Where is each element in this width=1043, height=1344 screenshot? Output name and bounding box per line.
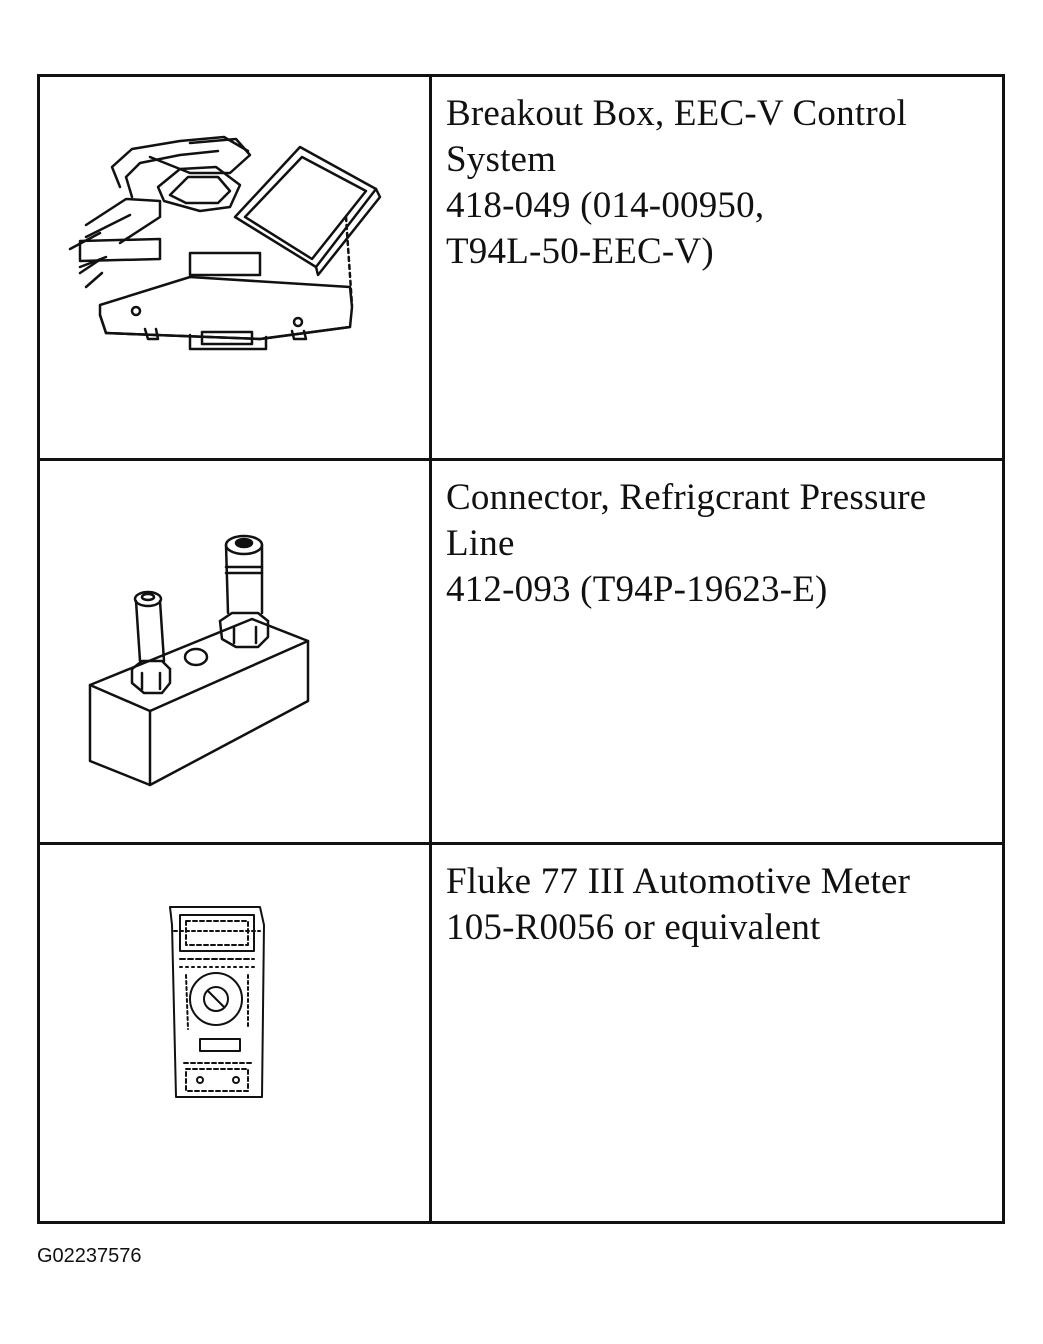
cell-divider <box>429 77 432 458</box>
description-line: 412-093 (T94P-19623-E) <box>446 569 828 610</box>
refrigerant-connector-illustration <box>40 461 429 842</box>
description-line: System <box>446 139 557 180</box>
tool-row-breakout-box: Breakout Box, EEC-V Control System 418-0… <box>40 77 1002 461</box>
tool-row-refrigerant-connector: Connector, Refrigcrant Pressure Line 412… <box>40 461 1002 845</box>
tool-description: Breakout Box, EEC-V Control System 418-0… <box>446 91 994 275</box>
tool-row-automotive-meter: Fluke 77 III Automotive Meter 105-R0056 … <box>40 845 1002 1221</box>
breakout-box-illustration <box>40 77 429 458</box>
tool-table: Breakout Box, EEC-V Control System 418-0… <box>37 74 1005 1224</box>
description-line: Line <box>446 523 515 564</box>
description-line: Connector, Refrigcrant Pressure <box>446 477 927 518</box>
cell-divider <box>429 461 432 842</box>
description-line: Fluke 77 III Automotive Meter <box>446 861 911 902</box>
description-line: Breakout Box, EEC-V Control <box>446 93 908 134</box>
cell-divider <box>429 845 432 1221</box>
description-line: 105-R0056 or equivalent <box>446 907 821 948</box>
description-line: T94L-50-EEC-V) <box>446 231 714 272</box>
multimeter-illustration <box>40 845 429 1221</box>
tool-description: Connector, Refrigcrant Pressure Line 412… <box>446 475 994 613</box>
figure-id: G02237576 <box>37 1245 142 1267</box>
description-line: 418-049 (014-00950, <box>446 185 765 226</box>
tool-description: Fluke 77 III Automotive Meter 105-R0056 … <box>446 859 994 951</box>
